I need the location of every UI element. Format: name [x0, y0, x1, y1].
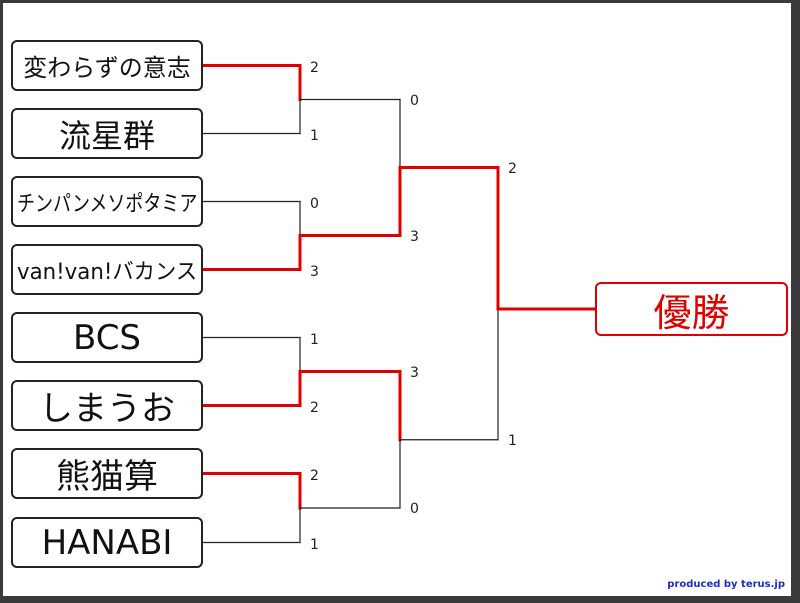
team-name: 熊猫算 — [56, 457, 158, 497]
semifinal-score: 3 — [410, 228, 419, 245]
team-score: 3 — [310, 263, 319, 280]
winner-label: 優勝 — [653, 290, 730, 335]
bracket-canvas: 変わらずの意志流星群チンパンメソポタミア van!van!バカンス BCS しまうお熊… — [3, 3, 791, 596]
team-score: 0 — [310, 195, 319, 212]
team-box: HANABI — [11, 517, 203, 568]
team-name: 変わらずの意志 — [23, 54, 191, 82]
team-box: BCS — [11, 312, 203, 363]
team-box: 流星群 — [11, 108, 203, 159]
team-name: van!van!バカンス — [16, 259, 198, 285]
team-box: 熊猫算 — [11, 448, 203, 499]
team-score: 2 — [310, 467, 319, 484]
team-name: チンパンメソポタミア — [16, 191, 198, 217]
semifinal-score: 0 — [410, 92, 419, 109]
team-score: 1 — [310, 331, 319, 348]
winner-box: 優勝 — [595, 282, 788, 336]
team-name: HANABI — [41, 522, 173, 563]
team-name: しまうお — [39, 389, 175, 429]
team-box: van!van!バカンス — [11, 244, 203, 295]
credit-text: produced by terus.jp — [667, 579, 785, 590]
team-name: BCS — [72, 317, 142, 358]
bracket-lines — [201, 64, 597, 544]
team-box: しまうお — [11, 380, 203, 431]
team-score: 1 — [310, 127, 319, 144]
team-score: 2 — [310, 59, 319, 76]
team-score: 1 — [310, 536, 319, 553]
team-score: 2 — [310, 399, 319, 416]
semifinal-score: 3 — [410, 364, 419, 381]
team-name: 流星群 — [58, 116, 155, 155]
final-score: 1 — [508, 432, 517, 449]
team-box: チンパンメソポタミア — [11, 176, 203, 227]
final-score: 2 — [508, 160, 517, 177]
semifinal-score: 0 — [410, 501, 419, 517]
team-box: 変わらずの意志 — [11, 40, 203, 91]
